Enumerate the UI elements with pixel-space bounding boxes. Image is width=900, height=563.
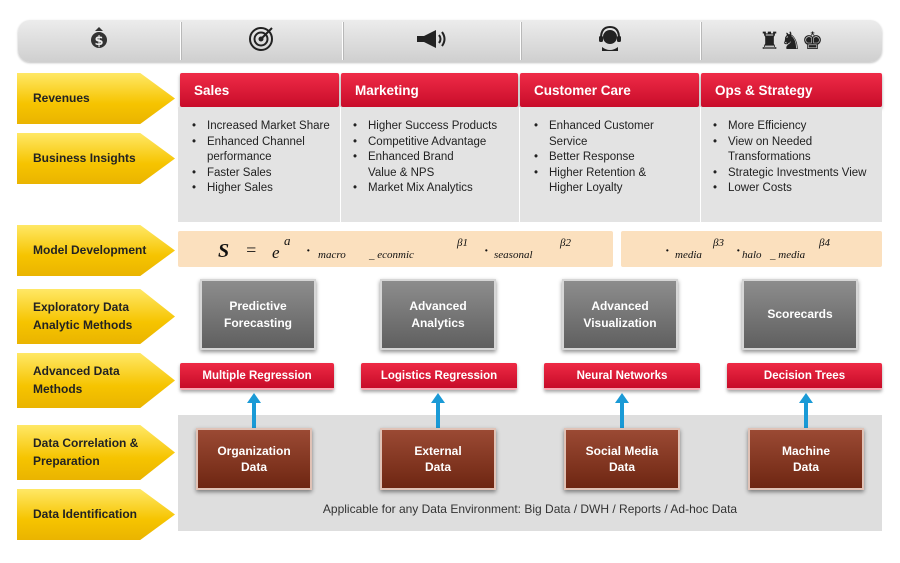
list-item: Enhanced Customer Service <box>533 119 669 150</box>
method-button-multiple-regression: Multiple Regression <box>180 363 334 390</box>
formula-term: halo <box>742 249 762 261</box>
insights-list-marketing: Higher Success Products Competitive Adva… <box>352 119 514 197</box>
row-label-data-identification: Data Identification <box>17 489 175 540</box>
list-item: Better Response <box>533 150 683 166</box>
formula-term: macro <box>318 249 346 261</box>
column-header-sales: Sales <box>180 73 339 107</box>
row-label-revenues: Revenues <box>17 73 175 124</box>
method-button-logistics-regression: Logistics Regression <box>361 363 517 390</box>
target-icon <box>248 26 274 57</box>
icon-divider <box>180 22 181 60</box>
formula-dot: · <box>484 244 489 259</box>
chess-pieces-icon: ♜♞♚ <box>758 27 824 55</box>
formula-beta: β1 <box>457 237 468 249</box>
formula-dot: · <box>736 244 741 259</box>
up-arrow-icon <box>247 393 261 429</box>
formula-beta: β2 <box>560 237 571 249</box>
insights-list-sales: Increased Market Share Enhanced Channel … <box>191 119 337 197</box>
formula-beta: β3 <box>713 237 724 249</box>
column-header-ops-strategy: Ops & Strategy <box>701 73 882 107</box>
formula-term: seasonal <box>494 249 533 261</box>
insights-list-customer-care: Enhanced Customer Service Better Respons… <box>533 119 683 197</box>
formula-lhs: S <box>218 240 230 262</box>
icon-cell-sales <box>180 20 342 62</box>
data-source-machine: Machine Data <box>748 428 864 490</box>
icon-cell-customer-care <box>520 20 700 62</box>
up-arrow-icon <box>431 393 445 429</box>
icon-divider <box>700 22 701 60</box>
list-item: Enhanced Brand Value & NPS <box>352 150 466 181</box>
formula-beta: β4 <box>819 237 830 249</box>
method-button-decision-trees: Decision Trees <box>727 363 882 390</box>
column-header-customer-care: Customer Care <box>520 73 699 107</box>
row-label-data-correlation: Data Correlation & Preparation <box>17 425 175 480</box>
up-arrow-icon <box>799 393 813 429</box>
list-item: Faster Sales <box>191 166 337 182</box>
headset-icon <box>598 25 622 58</box>
icon-cell-revenue: $ <box>18 20 180 62</box>
svg-text:$: $ <box>94 34 103 49</box>
list-item: Higher Success Products <box>352 119 514 135</box>
formula-bar-right <box>621 231 882 267</box>
method-button-neural-networks: Neural Networks <box>544 363 700 390</box>
icon-divider <box>342 22 343 60</box>
list-item: Enhanced Channel performance <box>191 135 319 166</box>
icon-cell-ops-strategy: ♜♞♚ <box>700 20 882 62</box>
list-item: Market Mix Analytics <box>352 181 514 197</box>
row-label-model-development: Model Development <box>17 225 175 276</box>
formula-base: e <box>272 243 280 262</box>
up-arrow-icon <box>615 393 629 429</box>
formula-term: media <box>675 249 702 261</box>
applicable-note: Applicable for any Data Environment: Big… <box>322 502 738 516</box>
megaphone-icon <box>414 28 448 55</box>
data-source-external: External Data <box>380 428 496 490</box>
list-item: More Efficiency <box>712 119 878 135</box>
list-item: Increased Market Share <box>191 119 337 135</box>
formula-term: _ econmic <box>369 249 414 261</box>
data-source-social-media: Social Media Data <box>564 428 680 490</box>
list-item: Higher Sales <box>191 181 337 197</box>
list-item: Higher Retention & Higher Loyalty <box>533 166 667 197</box>
column-divider <box>340 107 341 222</box>
column-header-marketing: Marketing <box>341 73 518 107</box>
method-box-advanced-analytics: Advanced Analytics <box>380 279 496 350</box>
list-item: Competitive Advantage <box>352 135 514 151</box>
dollar-sign-icon: $ <box>88 26 110 57</box>
method-box-advanced-visualization: Advanced Visualization <box>562 279 678 350</box>
list-item: View on Needed Transformations <box>712 135 840 166</box>
formula-exponent: a <box>284 233 291 248</box>
formula-bar-left <box>178 231 613 267</box>
icon-cell-marketing <box>342 20 520 62</box>
list-item: Strategic Investments View <box>712 166 878 182</box>
icon-divider <box>520 22 521 60</box>
method-box-scorecards: Scorecards <box>742 279 858 350</box>
row-label-business-insights: Business Insights <box>17 133 175 184</box>
formula-term: _ media <box>770 249 806 261</box>
formula-dot: · <box>665 244 670 259</box>
column-divider <box>700 107 701 222</box>
data-source-organization: Organization Data <box>196 428 312 490</box>
method-box-predictive-forecasting: Predictive Forecasting <box>200 279 316 350</box>
row-label-advanced-data-methods: Advanced Data Methods <box>17 353 175 408</box>
formula-equals: = <box>245 240 258 260</box>
formula-dot: · <box>306 244 311 259</box>
row-label-exploratory-methods: Exploratory Data Analytic Methods <box>17 289 175 344</box>
icon-bar: $ ♜♞♚ <box>18 20 882 62</box>
insights-list-ops-strategy: More Efficiency View on Needed Transform… <box>712 119 878 197</box>
list-item: Lower Costs <box>712 181 878 197</box>
column-divider <box>519 107 520 222</box>
